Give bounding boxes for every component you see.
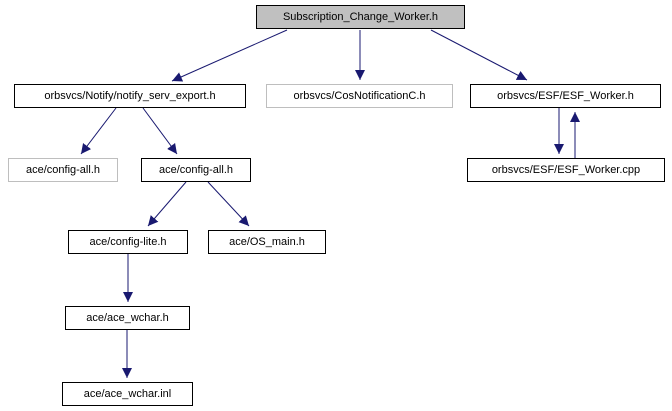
node-esf-worker-cpp[interactable]: orbsvcs/ESF/ESF_Worker.cpp <box>467 158 665 182</box>
edge-root-to-notify-serv-export <box>171 29 288 82</box>
node-cos-notification-c-h: orbsvcs/CosNotificationC.h <box>266 84 453 108</box>
edge-notify-to-config-all <box>142 107 178 155</box>
edge-config-all-to-config-lite <box>147 181 187 227</box>
node-config-all-h-muted: ace/config-all.h <box>8 158 118 182</box>
node-ace-wchar-inl[interactable]: ace/ace_wchar.inl <box>62 382 193 406</box>
edge-notify-to-config-all-muted <box>80 107 117 155</box>
node-os-main-h[interactable]: ace/OS_main.h <box>208 230 326 254</box>
node-config-all-h[interactable]: ace/config-all.h <box>141 158 251 182</box>
node-config-lite-h[interactable]: ace/config-lite.h <box>68 230 188 254</box>
edge-config-all-to-os-main <box>207 181 250 227</box>
node-ace-wchar-h[interactable]: ace/ace_wchar.h <box>65 306 190 330</box>
node-subscription-change-worker-h: Subscription_Change_Worker.h <box>256 5 465 29</box>
node-esf-worker-h[interactable]: orbsvcs/ESF/ESF_Worker.h <box>470 84 661 108</box>
edge-root-to-esf-worker-h <box>430 29 528 81</box>
node-notify-serv-export-h[interactable]: orbsvcs/Notify/notify_serv_export.h <box>14 84 246 108</box>
